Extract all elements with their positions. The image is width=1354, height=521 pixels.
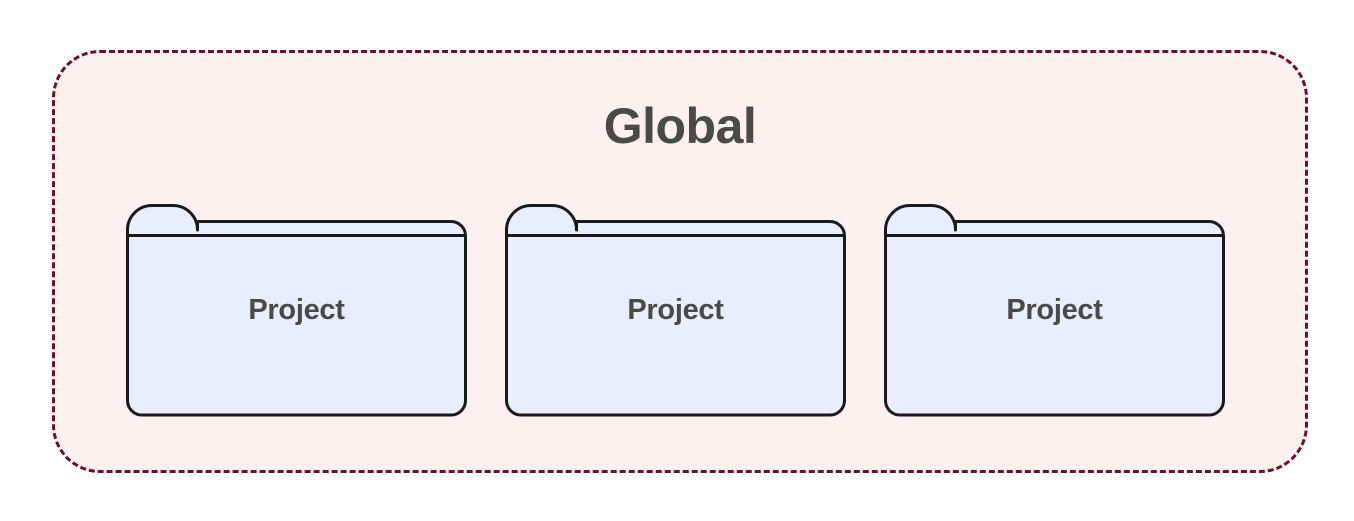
- global-container: Global Project Project: [52, 50, 1308, 473]
- folder-icon: [126, 204, 467, 417]
- project-folder-3[interactable]: Project: [884, 204, 1225, 417]
- global-container-title: Global: [603, 98, 757, 154]
- project-folder-2[interactable]: Project: [505, 204, 846, 417]
- project-folder-row: Project Project Project: [126, 204, 1225, 417]
- folder-icon: [505, 204, 846, 417]
- folder-icon: [884, 204, 1225, 417]
- project-folder-1[interactable]: Project: [126, 204, 467, 417]
